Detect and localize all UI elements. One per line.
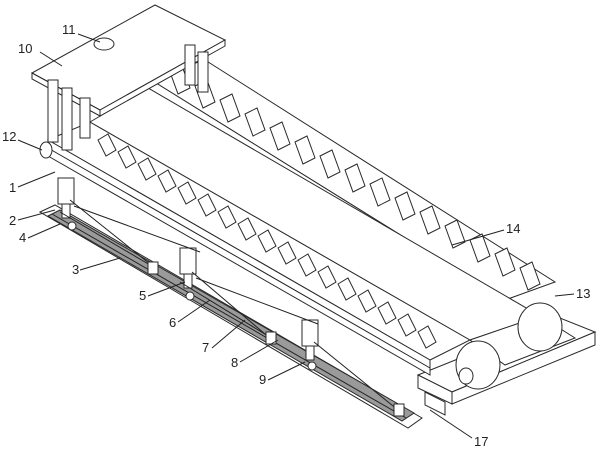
label-1: 1: [9, 180, 16, 195]
leader-lines: [17, 33, 575, 439]
label-12: 12: [2, 129, 16, 144]
support-columns: [47, 44, 209, 151]
label-6: 6: [169, 315, 176, 330]
lift-cylinders: [57, 177, 319, 361]
label-7: 7: [202, 340, 209, 355]
label-11: 11: [62, 22, 76, 37]
label-9: 9: [259, 372, 266, 387]
far-rollers: [169, 65, 541, 291]
label-17: 17: [474, 434, 488, 449]
label-14: 14: [506, 221, 520, 236]
label-2: 2: [9, 213, 16, 228]
label-13: 13: [576, 286, 590, 301]
base-rail: [38, 204, 423, 429]
label-3: 3: [72, 262, 79, 277]
near-rollers: [97, 133, 437, 349]
label-4: 4: [19, 230, 26, 245]
reference-labels: 11 10 12 1 2 4 3 5 6 7 8 9 13 14 17: [2, 22, 590, 449]
label-8: 8: [231, 355, 238, 370]
adjust-knob: [39, 141, 53, 159]
label-10: 10: [18, 41, 32, 56]
label-5: 5: [139, 288, 146, 303]
linkage-rods: [59, 199, 399, 411]
drive-pulley: [455, 302, 577, 390]
